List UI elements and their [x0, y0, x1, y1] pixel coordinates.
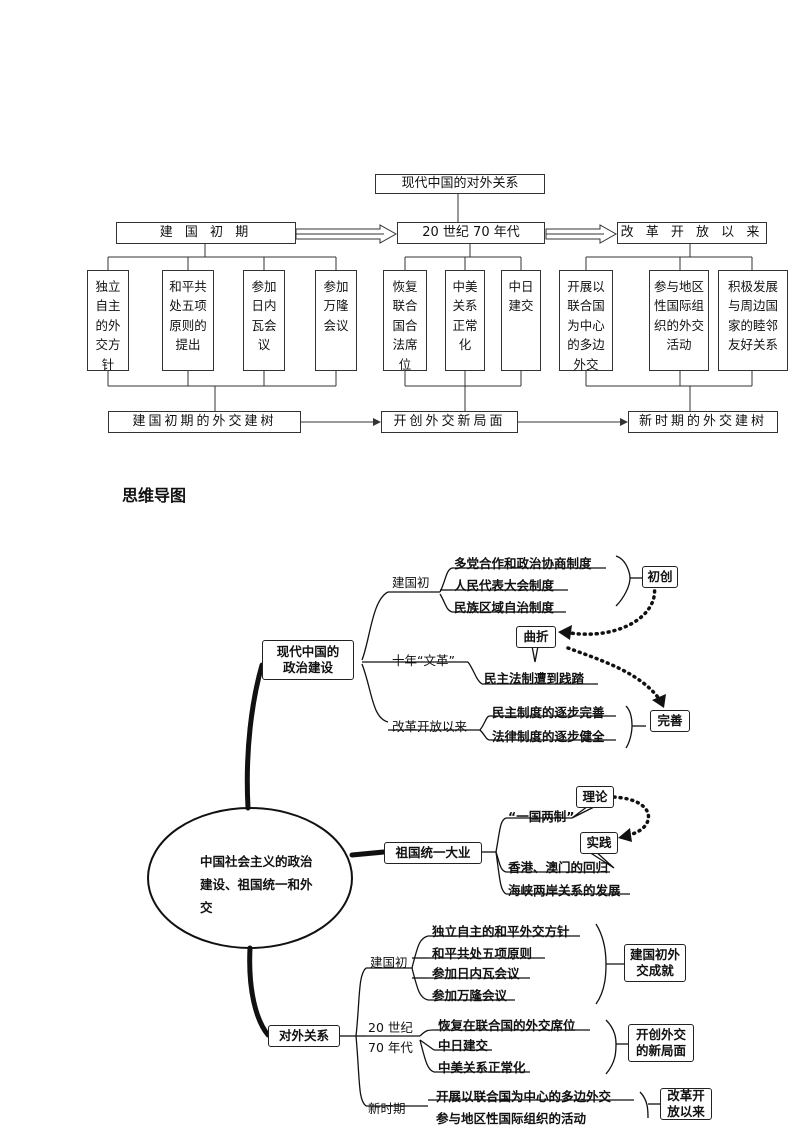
unification-policy: “一国两制”: [508, 809, 575, 824]
foreign-new-item: 参与地区性国际组织的活动: [436, 1111, 587, 1126]
political-early-item: 人民代表大会制度: [454, 578, 555, 593]
foreign-node: 对外关系: [268, 1025, 340, 1047]
period-seventies: 20 世纪 70 年代: [397, 222, 545, 244]
result-early: 建国初期的外交建树: [108, 411, 301, 433]
unification-node: 祖国统一大业: [384, 842, 482, 864]
unification-item: 香港、澳门的回归: [508, 860, 609, 875]
mindmap-center: 中国社会主义的政治建设、祖国统一和外交: [200, 854, 313, 916]
foreign-seventies-item: 中美关系正常化: [438, 1060, 526, 1075]
tag-new-situation: 开创外交的新局面: [628, 1024, 694, 1062]
foreign-early-item: 和平共处五项原则: [432, 946, 533, 961]
top-diagram-connectors: [107, 194, 753, 426]
result-seventies: 开创外交新局面: [381, 411, 518, 433]
seventies-item: 恢复联合国合法席位: [383, 270, 427, 372]
foreign-seventies-label: 20 世纪70 年代: [368, 1020, 413, 1055]
political-reform-item: 民主制度的逐步完善: [492, 705, 605, 720]
seventies-item: 中美关系正常化: [445, 270, 485, 371]
political-cr-item: 民主法制遭到践踏: [484, 671, 585, 686]
foreign-new-item: 开展以联合国为中心的多边外交: [436, 1089, 612, 1104]
foreign-seventies-item: 恢复在联合国的外交席位: [438, 1018, 576, 1033]
mindmap-heading: 思维导图: [122, 486, 187, 505]
reform-item: 积极发展与周边国家的睦邻友好关系: [718, 270, 788, 371]
tag-chuchuang: 初创: [642, 566, 678, 588]
reform-item: 开展以联合国为中心的多边外交: [559, 270, 613, 372]
period-reform: 改 革 开 放 以 来: [617, 222, 767, 244]
political-early-item: 多党合作和政治协商制度: [454, 556, 592, 571]
early-item: 参加日内瓦会议: [243, 270, 285, 371]
tag-shijian: 实践: [580, 832, 618, 854]
foreign-early-item: 独立自主的和平外交方针: [432, 924, 570, 939]
political-early-label: 建国初: [392, 575, 430, 590]
unification-item: 海峡两岸关系的发展: [508, 883, 621, 898]
tag-early-achievement: 建国初外交成就: [624, 944, 686, 982]
foreign-early-item: 参加日内瓦会议: [432, 966, 520, 981]
tag-quzhe: 曲折: [516, 626, 556, 648]
tag-since-reform: 改革开放以来: [660, 1088, 712, 1120]
period-early: 建 国 初 期: [116, 222, 296, 244]
political-early-item: 民族区域自治制度: [454, 600, 555, 615]
political-cr-label: 十年“文革”: [392, 653, 455, 668]
foreign-early-item: 参加万隆会议: [432, 988, 508, 1003]
foreign-early-label: 建国初: [370, 955, 408, 970]
tag-wanshan: 完善: [650, 710, 690, 732]
result-reform: 新时期的外交建树: [628, 411, 778, 433]
foreign-seventies-item: 中日建交: [438, 1038, 489, 1053]
political-reform-label: 改革开放以来: [392, 719, 468, 734]
foreign-new-label: 新时期: [368, 1101, 406, 1116]
political-reform-item: 法律制度的逐步健全: [492, 729, 605, 744]
early-item: 独立自主的外交方针: [87, 270, 129, 372]
early-item: 和平共处五项原则的提出: [162, 270, 214, 371]
seventies-item: 中日建交: [501, 270, 541, 371]
tag-lilun: 理论: [576, 786, 614, 808]
top-title: 现代中国的对外关系: [375, 174, 545, 194]
reform-item: 参与地区性国际组织的外交活动: [649, 270, 709, 371]
early-item: 参加万隆会议: [315, 270, 357, 371]
political-node: 现代中国的政治建设: [262, 640, 354, 680]
